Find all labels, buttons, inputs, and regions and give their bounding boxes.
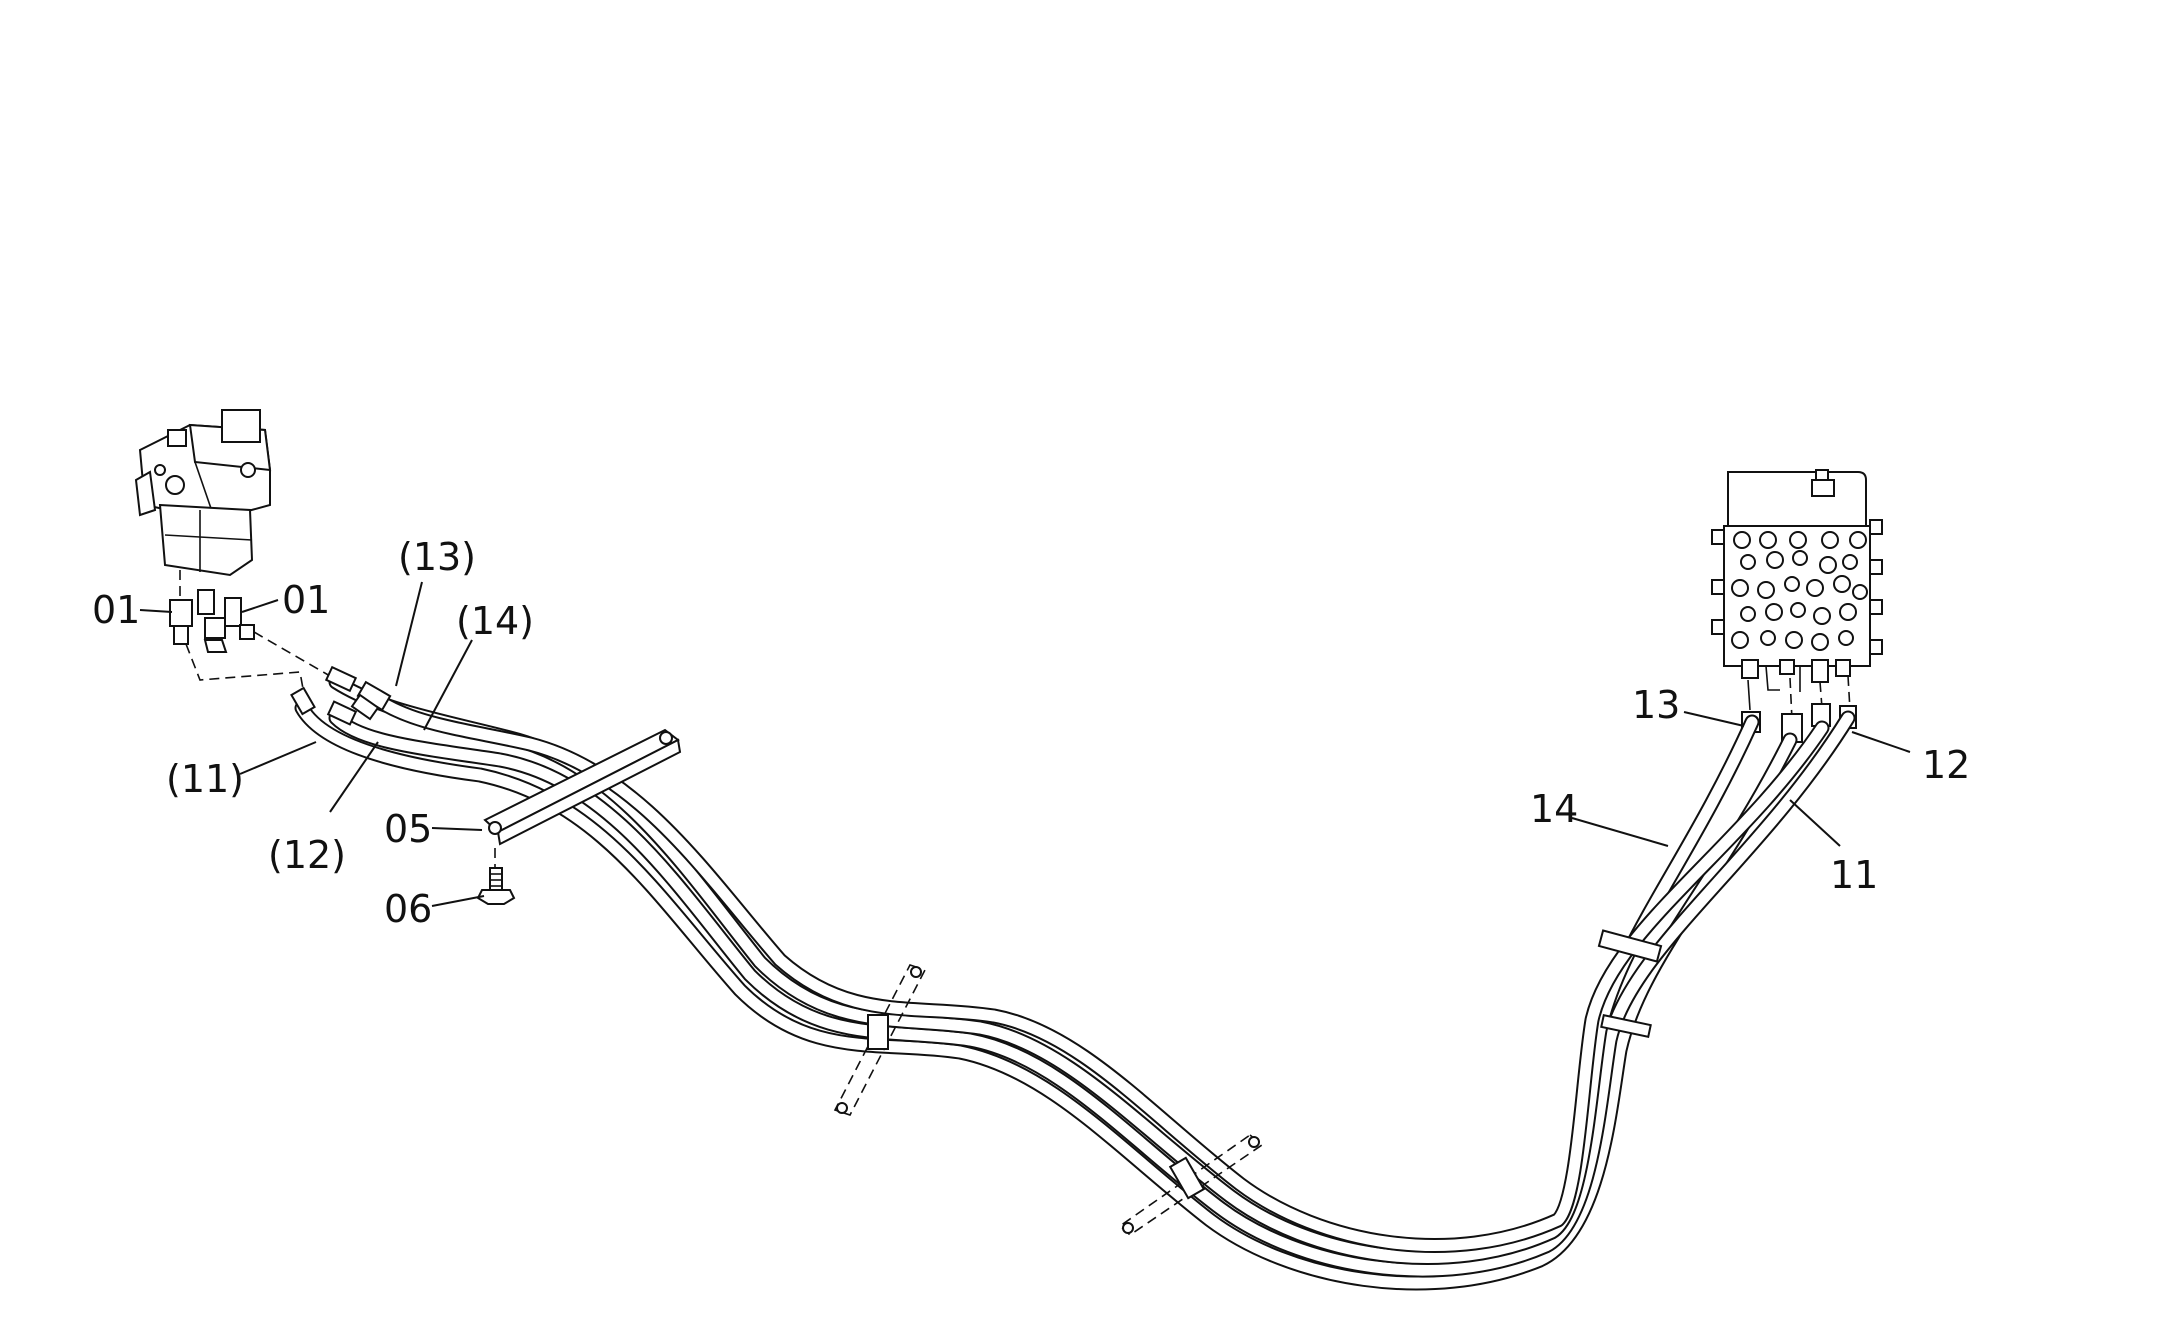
leader-lines [139, 581, 1911, 907]
label-05: 05 [384, 807, 432, 851]
label-11-paren: (11) [166, 757, 244, 801]
bolt-06 [476, 867, 516, 905]
label-06: 06 [384, 887, 432, 931]
clamp-bracket-lower [1118, 1133, 1264, 1237]
label-11: 11 [1830, 853, 1878, 897]
label-12-paren: (12) [268, 833, 346, 877]
label-12: 12 [1922, 743, 1970, 787]
hose-bundle [290, 665, 1856, 1291]
label-01-left: 01 [92, 588, 140, 632]
bracket-05 [483, 728, 682, 868]
label-13-paren: (13) [398, 535, 476, 579]
label-01-right: 01 [282, 578, 330, 622]
control-valve-block [1711, 469, 1883, 743]
label-14-paren: (14) [456, 599, 534, 643]
label-13: 13 [1632, 683, 1680, 727]
clamp-bracket-middle [833, 964, 927, 1116]
label-14: 14 [1530, 787, 1578, 831]
pilot-valve-assembly [134, 409, 331, 701]
port-fittings [1731, 531, 1868, 651]
